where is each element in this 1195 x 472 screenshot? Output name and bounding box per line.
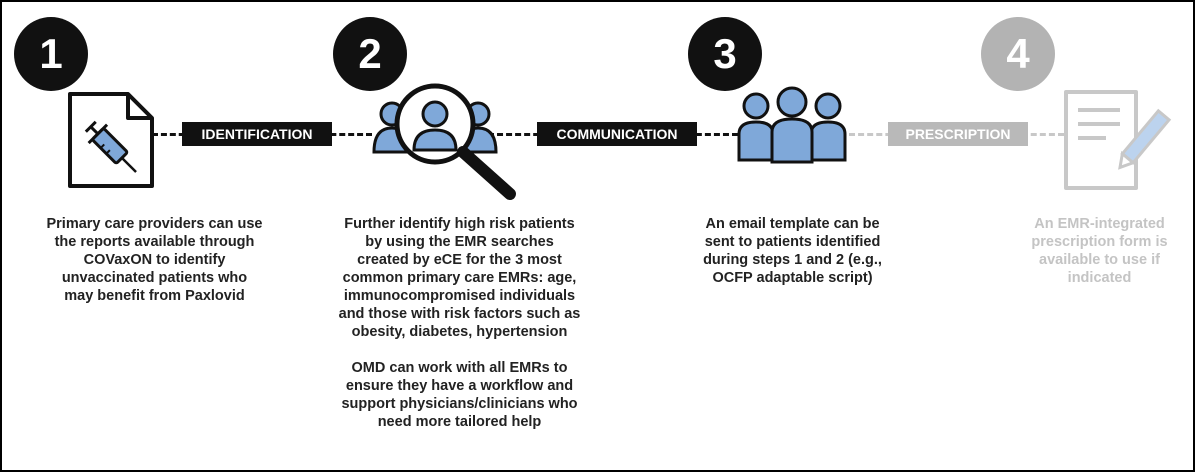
text-line: Further identify high risk patients — [344, 216, 575, 232]
text-line: created by eCE for the 3 most — [357, 252, 562, 268]
text-line: Primary care providers can use — [46, 216, 263, 232]
step-3-number: 3 — [688, 17, 762, 91]
text-line: support physicians/clinicians who — [341, 396, 578, 412]
text-line: obesity, diabetes, hypertension — [351, 324, 568, 340]
step-2-description: Further identify high risk patients by u… — [317, 215, 602, 431]
text-line: sent to patients identified — [704, 234, 881, 250]
step-4-number: 4 — [981, 17, 1055, 91]
people-search-icon — [372, 83, 516, 200]
label-identification: IDENTIFICATION — [182, 122, 332, 146]
step-3-description: An email template can be sent to patient… — [690, 215, 895, 287]
text-line: indicated — [1067, 270, 1132, 286]
syringe-document-icon — [68, 92, 154, 188]
text-line: ensure they have a workflow and — [345, 378, 574, 394]
step-4-description: An EMR-integrated prescription form is a… — [1012, 215, 1187, 287]
step-1-number: 1 — [14, 17, 88, 91]
group-people-icon — [737, 86, 847, 164]
text-line: An EMR-integrated — [1034, 216, 1165, 232]
text-line: immunocompromised individuals — [343, 288, 576, 304]
text-line: OCFP adaptable script) — [712, 270, 873, 286]
label-prescription: PRESCRIPTION — [888, 122, 1028, 146]
text-line: may benefit from Paxlovid — [64, 288, 245, 304]
prescription-form-icon — [1064, 90, 1172, 190]
text-line: by using the EMR searches — [365, 234, 554, 250]
text-line: common primary care EMRs: age, — [342, 270, 577, 286]
text-line: need more tailored help — [377, 414, 542, 430]
text-line: available to use if — [1039, 252, 1160, 268]
text-line: OMD can work with all EMRs to — [351, 360, 568, 376]
step-1-description: Primary care providers can use the repor… — [32, 215, 277, 305]
step-2-number: 2 — [333, 17, 407, 91]
text-line: unvaccinated patients who — [61, 270, 248, 286]
text-line: COVaxON to identify — [83, 252, 226, 268]
label-communication: COMMUNICATION — [537, 122, 697, 146]
text-line: and those with risk factors such as — [338, 306, 581, 322]
text-line: the reports available through — [54, 234, 255, 250]
text-line: prescription form is — [1031, 234, 1168, 250]
text-line: during steps 1 and 2 (e.g., — [703, 252, 882, 268]
text-line: An email template can be — [705, 216, 880, 232]
